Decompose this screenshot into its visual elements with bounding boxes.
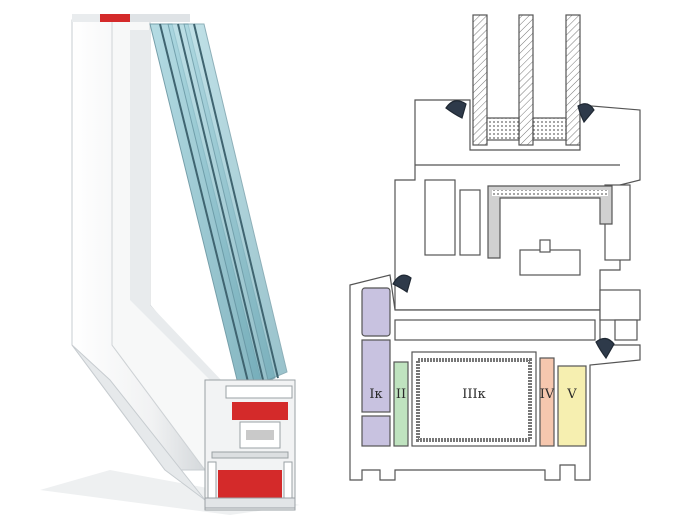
top-cut-face <box>72 14 100 22</box>
chamber-label-V: V <box>566 387 577 402</box>
chamber-IV <box>539 357 555 447</box>
seal-gasket-icon <box>392 100 615 360</box>
window-profile-3d <box>40 14 300 515</box>
chamber-III <box>411 351 537 447</box>
chamber-label-IV: IV <box>540 387 555 402</box>
chamber-labels: Iк II IIIк IV V <box>369 387 577 402</box>
sash-small-chamber <box>519 249 581 276</box>
sash-notch <box>539 239 551 253</box>
frame-right-chamber <box>599 289 641 321</box>
chamber-label-III: IIIк <box>462 387 486 402</box>
bottom-profile-section <box>204 379 296 511</box>
profile-cross-section <box>349 14 641 481</box>
top-cut-face-2 <box>130 14 190 22</box>
glass-spacer-3 <box>193 23 279 379</box>
chamber-II <box>393 361 409 447</box>
chamber-I-top <box>361 287 391 337</box>
sash-chamber-left <box>424 179 456 256</box>
chamber-I <box>361 339 391 413</box>
frame-upper-chamber <box>394 319 596 341</box>
chamber-V <box>557 365 587 447</box>
chamber-I-bottom <box>361 415 391 447</box>
sash-chamber-mid <box>459 189 481 256</box>
sash-inner-face <box>130 30 240 400</box>
frame-reinforcement <box>416 358 532 442</box>
chamber-label-I: Iк <box>369 387 382 402</box>
glass-spacer-1 <box>159 23 251 391</box>
top-red-insert <box>100 14 130 22</box>
frame-right-chamber-2 <box>614 319 638 341</box>
glass-spacer-2 <box>177 23 265 385</box>
glass-units <box>472 14 581 146</box>
chamber-label-II: II <box>396 387 406 402</box>
